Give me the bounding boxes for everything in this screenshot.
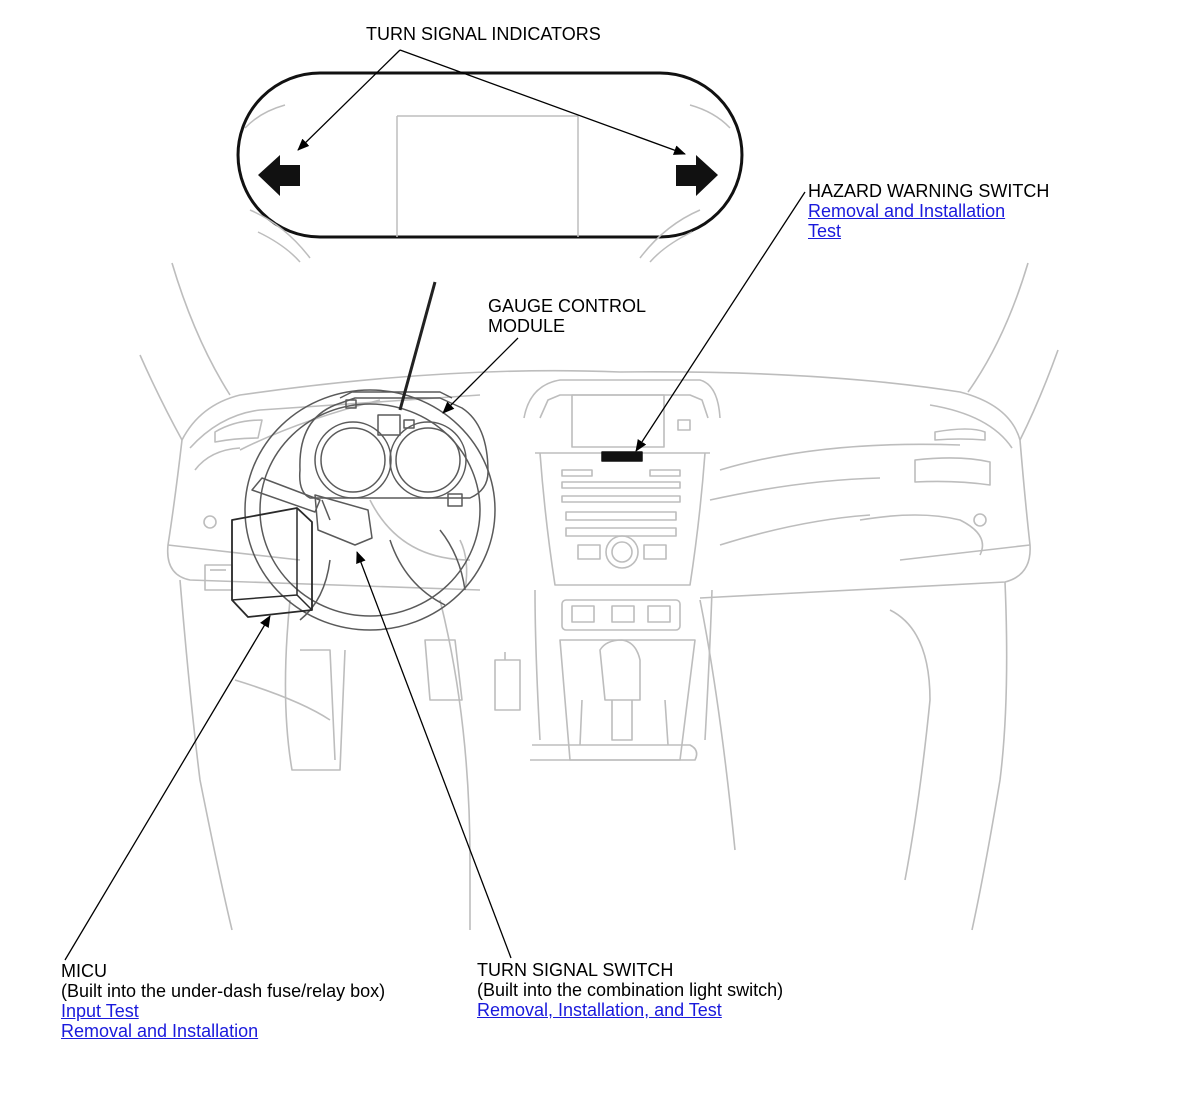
turn-signal-switch-title: TURN SIGNAL SWITCH	[477, 960, 674, 980]
turn-signal-indicators-title: TURN SIGNAL INDICATORS	[366, 24, 601, 44]
gauge-control-module-title-line2: MODULE	[488, 316, 566, 336]
turn-signal-switch-callout: TURN SIGNAL SWITCH (Built into the combi…	[477, 960, 783, 1020]
micu-note: (Built into the under-dash fuse/relay bo…	[61, 981, 386, 1001]
gauge-control-module-title-line1: GAUGE CONTROL	[488, 296, 647, 316]
micu-callout: MICU (Built into the under-dash fuse/rel…	[61, 961, 385, 1041]
micu-input-test-link[interactable]: Input Test	[61, 1001, 139, 1021]
turn-signal-indicators-callout: TURN SIGNAL INDICATORS	[366, 24, 601, 44]
cluster-magnified-view	[236, 71, 744, 411]
interior-line-art	[139, 262, 1059, 931]
turn-signal-switch-note: (Built into the combination light switch…	[477, 980, 784, 1000]
hazard-removal-installation-link[interactable]: Removal and Installation	[808, 201, 1006, 221]
hazard-warning-switch-callout: HAZARD WARNING SWITCH Removal and Instal…	[808, 181, 1049, 241]
hazard-test-link[interactable]: Test	[808, 221, 842, 241]
hazard-warning-switch-title: HAZARD WARNING SWITCH	[808, 181, 1050, 201]
micu-title: MICU	[61, 961, 107, 981]
callout-leaders	[64, 49, 806, 961]
turn-signal-switch-removal-installation-test-link[interactable]: Removal, Installation, and Test	[477, 1000, 722, 1020]
micu-removal-installation-link[interactable]: Removal and Installation	[61, 1021, 259, 1041]
gauge-control-module-callout: GAUGE CONTROL MODULE	[488, 296, 646, 336]
steering-and-cluster-art	[231, 389, 643, 631]
left-turn-indicator-icon	[258, 155, 300, 196]
right-turn-indicator-icon	[676, 155, 718, 196]
